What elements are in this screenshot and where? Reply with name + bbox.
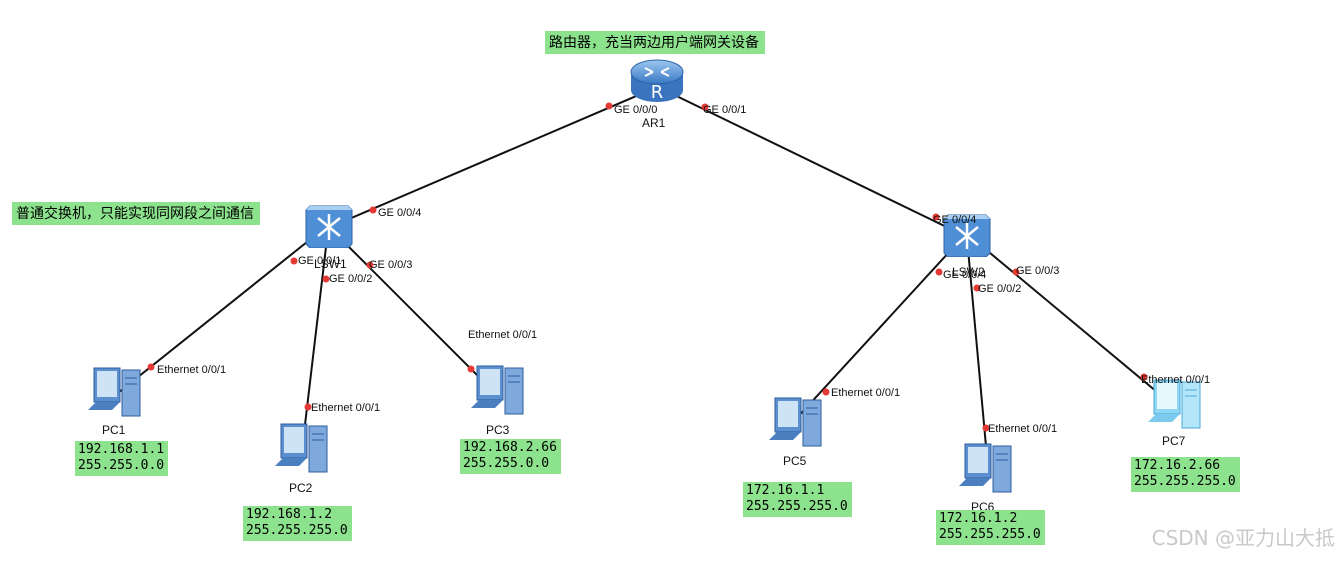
port-label: Ethernet 0/0/1 [311, 402, 381, 414]
pc-icon[interactable] [1146, 376, 1208, 432]
subnet-mask: 255.255.255.0 [1134, 474, 1236, 489]
port-dot [322, 275, 330, 283]
pc-icon[interactable] [273, 420, 335, 476]
device-name-pc5: PC5 [783, 454, 807, 468]
device-name-pc3: PC3 [486, 423, 510, 437]
port-label: GE 0/0/4 [943, 269, 987, 281]
ip-address: 172.16.1.1 [746, 483, 825, 498]
router-icon[interactable]: R [629, 58, 685, 104]
port-dot [935, 268, 943, 276]
port-label: Ethernet 0/0/1 [831, 387, 901, 399]
port-dot [290, 257, 298, 265]
port-label: GE 0/0/2 [978, 283, 1022, 295]
device-name-pc1: PC1 [102, 423, 126, 437]
link-lsw1-pc2 [301, 229, 329, 451]
port-label: Ethernet 0/0/1 [157, 364, 227, 376]
pc-icon[interactable] [469, 362, 531, 418]
subnet-mask: 255.255.255.0 [246, 523, 348, 538]
watermark: CSDN @亚力山大抵 [1151, 526, 1335, 550]
switch-icon[interactable] [942, 211, 992, 257]
port-dot [701, 103, 709, 111]
port-dot [147, 363, 155, 371]
port-dot [304, 403, 312, 411]
port-dot [605, 102, 613, 110]
port-label: GE 0/0/1 [298, 255, 342, 267]
ip-box-pc5: 172.16.1.1 255.255.255.0 [743, 482, 852, 517]
port-dot [982, 424, 990, 432]
ip-box-pc7: 172.16.2.66 255.255.255.0 [1131, 457, 1240, 492]
pc-icon[interactable] [86, 364, 148, 420]
device-name-lsw2: LSW2 [952, 265, 985, 279]
link-ar1-lsw1 [327, 87, 656, 229]
ip-address: 192.168.1.1 [78, 442, 165, 457]
port-label: Ethernet 0/0/1 [1141, 374, 1211, 386]
port-dot [467, 365, 475, 373]
port-dot [822, 388, 830, 396]
device-name-lsw1: LSW1 [314, 257, 347, 271]
ip-box-pc6: 172.16.1.2 255.255.255.0 [936, 510, 1045, 545]
port-label: GE 0/0/3 [369, 259, 413, 271]
port-label: GE 0/0/0 [614, 104, 658, 116]
router-note: 路由器，充当两边用户端网关设备 [545, 31, 765, 54]
pc-icon[interactable] [957, 440, 1019, 496]
subnet-mask: 255.255.0.0 [78, 458, 165, 473]
port-dot [973, 284, 981, 292]
ip-box-pc3: 192.168.2.66 255.255.0.0 [460, 439, 561, 474]
port-dot [1140, 373, 1148, 381]
port-dot [369, 206, 377, 214]
link-lsw1-pc3 [331, 229, 493, 391]
subnet-mask: 255.255.255.0 [939, 527, 1041, 542]
subnet-mask: 255.255.255.0 [746, 499, 848, 514]
port-dot [932, 213, 940, 221]
port-label: Ethernet 0/0/1 [988, 423, 1058, 435]
ip-box-pc1: 192.168.1.1 255.255.0.0 [75, 441, 169, 476]
device-name-pc2: PC2 [289, 481, 313, 495]
link-ar1-lsw2 [659, 87, 964, 236]
port-label: GE 0/0/3 [1016, 265, 1060, 277]
device-name-ar1: AR1 [642, 116, 666, 130]
port-label: GE 0/0/1 [703, 104, 747, 116]
ip-address: 172.16.1.2 [939, 511, 1018, 526]
port-label: GE 0/0/4 [933, 214, 977, 226]
svg-text:R: R [651, 82, 664, 103]
port-label: GE 0/0/2 [329, 273, 373, 285]
switch-icon[interactable] [304, 202, 354, 248]
link-lsw2-pc5 [794, 237, 963, 421]
port-label: Ethernet 0/0/1 [468, 329, 538, 341]
subnet-mask: 255.255.0.0 [463, 456, 550, 471]
pc-icon[interactable] [767, 394, 829, 450]
port-label: GE 0/0/4 [378, 207, 422, 219]
switch-note: 普通交换机，只能实现同网段之间通信 [12, 202, 260, 225]
device-name-pc7: PC7 [1162, 434, 1186, 448]
ip-box-pc2: 192.168.1.2 255.255.255.0 [243, 506, 352, 541]
ip-address: 192.168.1.2 [246, 507, 333, 522]
ip-address: 192.168.2.66 [463, 440, 557, 455]
port-dot [1012, 268, 1020, 276]
ip-address: 172.16.2.66 [1134, 458, 1221, 473]
port-dot [366, 261, 374, 269]
